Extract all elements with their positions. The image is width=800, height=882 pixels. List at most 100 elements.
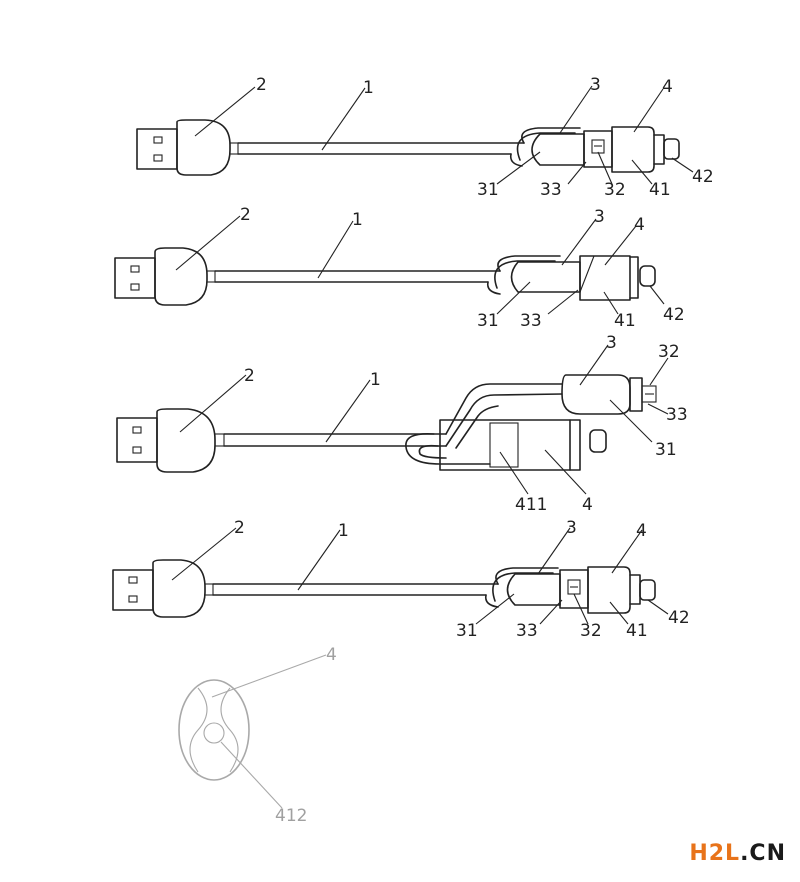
callout-cable: 1 <box>370 370 381 390</box>
callout-converter: 4 <box>636 521 647 541</box>
end-view-hole <box>203 722 225 744</box>
callout-adapter: 3 <box>590 75 601 95</box>
leader-line <box>475 593 515 625</box>
usb-plug <box>136 128 178 170</box>
usb-plug <box>112 569 154 611</box>
leader-line <box>671 157 694 173</box>
usb-pin-hole <box>153 154 163 162</box>
callout-adapter-body: 31 <box>456 621 478 641</box>
usb-pin-hole <box>130 265 140 273</box>
callout-adapter: 3 <box>594 207 605 227</box>
callout-lightning-tip: 42 <box>692 167 714 187</box>
cable-loop-inner <box>494 260 556 289</box>
usb-pin-hole <box>132 426 142 434</box>
cable-loop-inner <box>492 572 554 602</box>
cable-loop <box>497 255 561 272</box>
callout-adapter: 3 <box>606 333 617 353</box>
adapter-body <box>506 573 561 606</box>
leader-line <box>321 87 366 151</box>
leader-line <box>194 86 256 137</box>
lightning-tip <box>663 138 680 160</box>
cable-loop <box>486 281 501 295</box>
callout-micro-port: 32 <box>658 342 680 362</box>
cable-loop <box>521 127 581 144</box>
callout-usb-head: 2 <box>240 205 251 225</box>
leader-line <box>649 285 665 305</box>
leader-line <box>179 374 247 433</box>
callout-converter: 4 <box>326 645 337 665</box>
figure-5: 4 412 <box>178 645 337 826</box>
watermark-suffix: .CN <box>740 841 786 866</box>
figure-2: 2 1 3 4 31 33 41 42 <box>114 205 685 331</box>
callout-cable-head: 2 <box>256 75 267 95</box>
usb-pin-hole <box>130 283 140 291</box>
callout-adapter-body: 31 <box>477 311 499 331</box>
callout-lightning-tip: 42 <box>668 608 690 628</box>
usb-plug <box>116 417 158 463</box>
adapter-body <box>531 133 585 166</box>
site-watermark: H2L.CN <box>689 841 786 866</box>
converter-slot <box>489 422 519 468</box>
adapter-collar <box>629 377 643 412</box>
cable-loop <box>484 594 499 608</box>
callout-converter-body: 41 <box>614 311 636 331</box>
adapter-collar <box>583 130 613 168</box>
leader-line <box>604 225 637 266</box>
leader-line <box>211 654 327 698</box>
lightning-tip <box>589 429 607 453</box>
converter-body <box>611 126 655 173</box>
callout-connector: 33 <box>520 311 542 331</box>
leader-line <box>544 449 587 495</box>
usb-head <box>156 408 216 473</box>
leader-line <box>171 527 237 581</box>
branch-cable-inner <box>455 405 499 449</box>
leader-line <box>537 527 571 575</box>
callout-cable: 1 <box>338 521 349 541</box>
cable-loop <box>405 432 491 465</box>
callout-usb-head: 2 <box>234 518 245 538</box>
usb-pin-hole <box>128 595 138 603</box>
watermark-prefix: H2L <box>689 841 741 866</box>
leader-line <box>220 741 283 809</box>
callout-micro-port: 32 <box>580 621 602 641</box>
callout-hole: 412 <box>275 806 307 826</box>
converter-step <box>629 256 639 299</box>
callout-connector: 33 <box>666 405 688 425</box>
callout-adapter: 3 <box>566 518 577 538</box>
leader-line <box>547 289 579 315</box>
leader-line <box>317 220 354 279</box>
converter-end-view <box>178 679 250 781</box>
callout-micro-port: 32 <box>604 180 626 200</box>
callout-usb-head: 2 <box>244 366 255 386</box>
figure-4: 2 1 3 4 31 33 32 41 42 <box>112 518 690 641</box>
strain-relief <box>206 270 216 283</box>
callout-connector: 33 <box>516 621 538 641</box>
leader-line <box>611 529 643 574</box>
callout-converter: 4 <box>582 495 593 515</box>
callout-lightning-tip: 42 <box>663 305 685 325</box>
callout-converter: 4 <box>634 215 645 235</box>
leader-line <box>496 281 531 315</box>
leader-line <box>496 151 541 185</box>
leader-line <box>539 599 563 625</box>
leader-line <box>325 379 371 443</box>
leader-line <box>633 88 664 133</box>
branch-cable <box>445 393 563 447</box>
leader-line <box>561 218 597 266</box>
usb-head <box>176 119 231 176</box>
callout-converter-body: 41 <box>626 621 648 641</box>
adapter-body <box>510 261 581 293</box>
callout-converter-body: 41 <box>649 180 671 200</box>
converter-body <box>587 566 631 614</box>
leader-line <box>603 291 619 315</box>
converter-step <box>629 574 641 605</box>
strain-relief <box>214 433 225 447</box>
cable-loop-inner <box>516 132 576 161</box>
figure-1: 2 1 3 4 31 33 32 41 42 <box>136 75 714 200</box>
converter-step <box>569 419 581 471</box>
adapter-body <box>561 374 631 415</box>
leader-line <box>579 344 609 386</box>
strain-relief <box>229 142 239 155</box>
leader-line <box>499 451 529 495</box>
usb-plug <box>114 257 156 299</box>
